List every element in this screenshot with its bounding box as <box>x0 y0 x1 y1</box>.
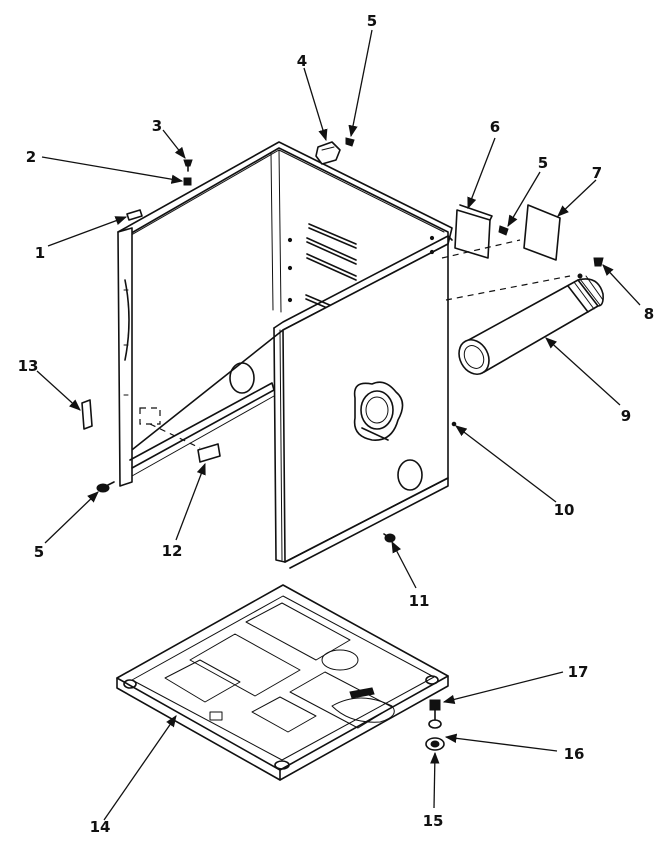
callout-6: 6 <box>490 118 500 136</box>
alignment-dashes-back <box>441 239 521 259</box>
cabinet-back-opening <box>229 362 255 394</box>
part-2-nut <box>183 177 192 186</box>
callout-17: 17 <box>568 663 589 681</box>
part-11-screw <box>383 533 396 543</box>
part-16-washer <box>428 719 442 729</box>
cabinet <box>117 141 457 569</box>
callout-5-back: 5 <box>538 154 548 172</box>
callout-11: 11 <box>409 592 430 610</box>
part-15-leveling-leg <box>425 737 445 751</box>
part-9-exhaust-duct <box>458 273 604 375</box>
cabinet-lower-opening <box>397 459 423 491</box>
cabinet-drum-opening <box>353 381 404 441</box>
part-13-bracket <box>81 399 93 430</box>
part-4-hinge-bracket <box>315 141 341 165</box>
callout-16: 16 <box>564 745 585 763</box>
callout-1: 1 <box>35 244 45 262</box>
cabinet-top-rim <box>117 141 453 245</box>
callout-numbers: 1 2 3 4 5 6 5 7 8 9 10 11 12 13 5 14 15 … <box>18 12 655 836</box>
part-12-label <box>149 423 221 463</box>
part-14-base <box>116 584 449 781</box>
callout-14: 14 <box>90 818 111 836</box>
part-17-nut <box>429 699 441 721</box>
callout-5-lower: 5 <box>34 543 44 561</box>
part-5-screw-lower <box>96 481 115 493</box>
cabinet-bottom-rail <box>129 382 275 469</box>
callout-2: 2 <box>26 148 36 166</box>
callout-4: 4 <box>297 52 307 70</box>
callout-8: 8 <box>644 305 654 323</box>
part-7-insulation-sheet <box>523 204 561 261</box>
callout-15: 15 <box>423 812 444 830</box>
callout-7: 7 <box>592 164 602 182</box>
leader-lines <box>36 29 641 821</box>
callout-10: 10 <box>554 501 575 519</box>
part-6-cover-plate <box>454 204 493 259</box>
callout-9: 9 <box>621 407 631 425</box>
callout-3: 3 <box>152 117 162 135</box>
callout-12: 12 <box>162 542 183 560</box>
part-5-screw-top <box>345 137 355 147</box>
part-3-screw <box>183 159 193 172</box>
part-8-screw <box>593 257 604 267</box>
callout-5-top: 5 <box>367 12 377 30</box>
part-1-clip <box>126 209 143 221</box>
callout-13: 13 <box>18 357 39 375</box>
part-5-screw-back <box>498 225 509 236</box>
